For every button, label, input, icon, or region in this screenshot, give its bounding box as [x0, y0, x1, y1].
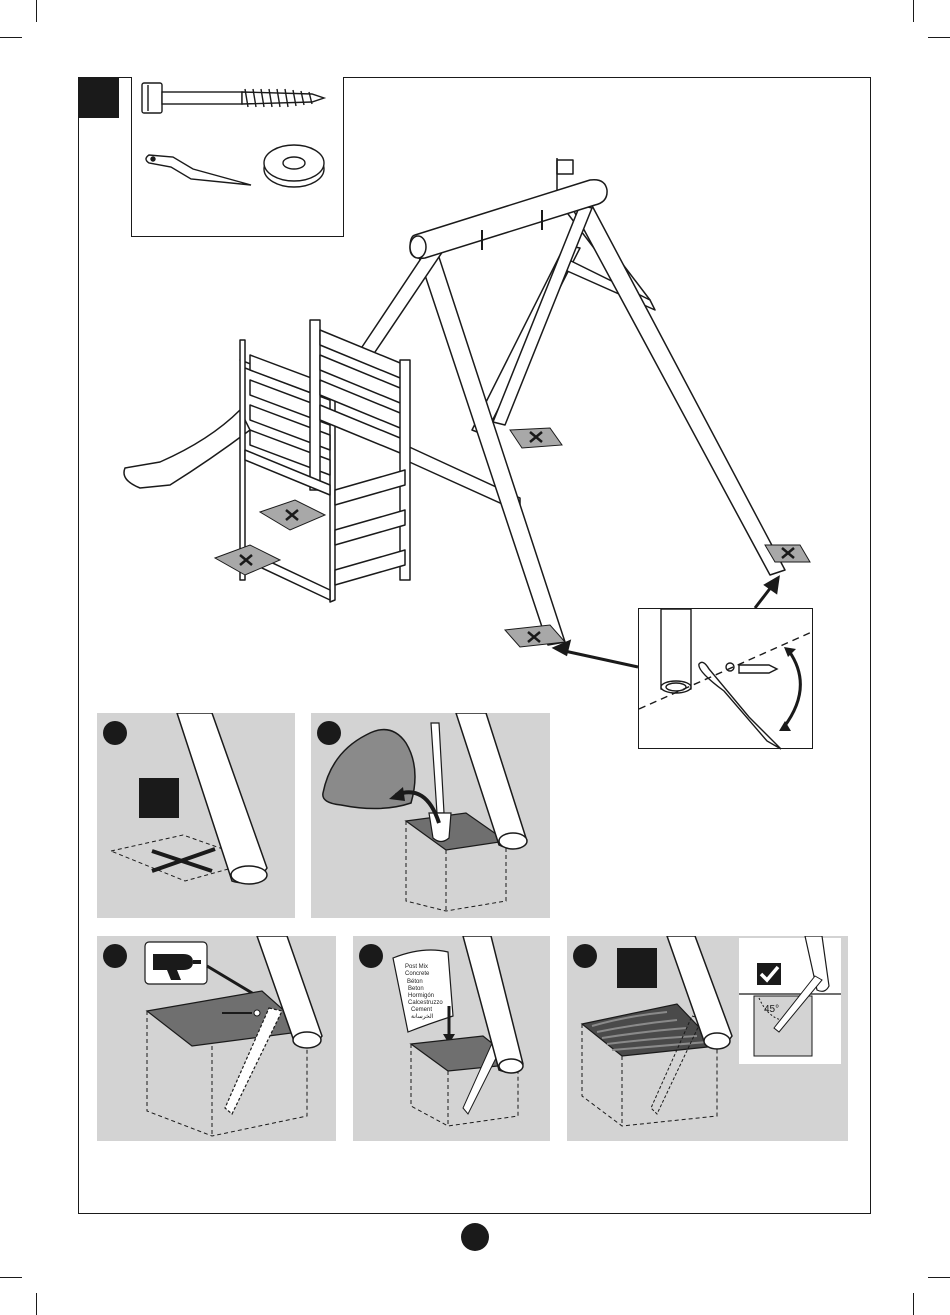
- crop-mark: [928, 1277, 950, 1278]
- crop-mark: [913, 0, 914, 22]
- angle-label: 45°: [764, 1004, 779, 1015]
- step-panel-4: Post Mix Concrete Béton Beton Hormigón C…: [353, 936, 550, 1141]
- crop-mark: [36, 0, 37, 22]
- crop-mark: [0, 37, 22, 38]
- step-panel-1: [97, 713, 295, 918]
- bag-text: Hormigón: [408, 993, 434, 999]
- step-panel-5: 45°: [567, 936, 848, 1141]
- swing-leg: [568, 198, 785, 575]
- bag-text: Post Mix: [405, 964, 428, 970]
- crop-mark: [928, 37, 950, 38]
- slide: [124, 410, 250, 488]
- lag-screw-icon: [142, 83, 324, 113]
- stop-square: [139, 778, 179, 818]
- bag-text: Béton: [407, 979, 423, 985]
- bag-text: Calcestruzzo: [408, 1000, 443, 1006]
- bag-text: Beton: [408, 986, 424, 992]
- check-mark-icon: [757, 963, 781, 985]
- bag-text: Cement: [411, 1007, 432, 1013]
- swing-set-illustration: [110, 150, 830, 670]
- step-panel-3: [97, 936, 336, 1141]
- step-number-badge: [78, 77, 119, 118]
- crop-mark: [36, 1293, 37, 1315]
- crop-mark: [0, 1277, 22, 1278]
- shovel: [431, 723, 444, 813]
- crop-mark: [913, 1293, 914, 1315]
- step-panel-2: [311, 713, 550, 918]
- swing-leg: [360, 248, 445, 355]
- bag-text: Concrete: [405, 971, 430, 977]
- swing-leg: [493, 205, 592, 425]
- stop-square: [617, 948, 657, 988]
- bag-text: الخرسانة: [411, 1013, 434, 1020]
- anchor-detail-callout: [638, 608, 813, 749]
- page-number-dot: [461, 1223, 489, 1251]
